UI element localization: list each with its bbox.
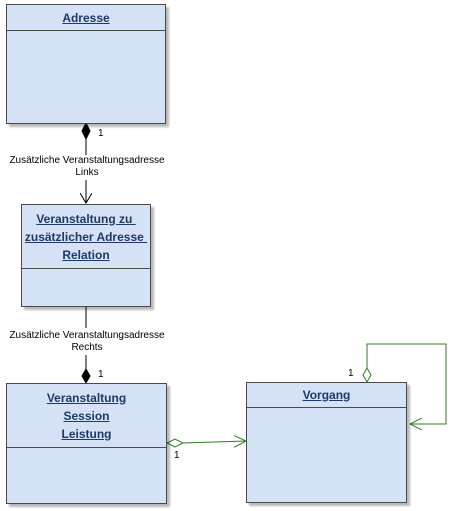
class-vorgang[interactable]: Vorgang — [246, 382, 407, 503]
aggregation-diamond — [165, 438, 185, 448]
composition-diamond — [81, 121, 91, 141]
class-leistung-name-line2[interactable]: Session — [63, 408, 110, 423]
role-label-rechts-line2: Rechts — [71, 342, 103, 353]
association-leistung-vorgang[interactable] — [165, 438, 246, 448]
multiplicity-adresse-links: 1 — [98, 128, 104, 139]
role-label-rechts-line1: Zusätzliche Veranstaltungsadresse — [9, 330, 165, 341]
class-adresse-header: Adresse — [7, 5, 165, 31]
class-adresse[interactable]: Adresse — [6, 4, 166, 124]
association-vorgang-self-line — [366, 343, 447, 424]
role-label-links-line1: Zusätzliche Veranstaltungsadresse — [9, 155, 165, 166]
association-leistung-vorgang-line — [182, 441, 246, 443]
class-leistung-name-line3[interactable]: Leistung — [61, 426, 112, 441]
class-relation[interactable]: Veranstaltung zu zusätzlicher Adresse Re… — [21, 204, 151, 307]
association-links[interactable] — [81, 121, 91, 203]
class-relation-name-line3[interactable]: Relation — [62, 247, 110, 262]
class-leistung[interactable]: Veranstaltung Session Leistung — [6, 383, 167, 504]
class-relation-name-line1[interactable]: Veranstaltung zu — [36, 211, 136, 226]
class-leistung-header: Veranstaltung Session Leistung — [7, 384, 166, 448]
aggregation-diamond — [362, 366, 372, 384]
class-adresse-name[interactable]: Adresse — [62, 10, 110, 25]
multiplicity-leistung-rechts: 1 — [98, 369, 104, 380]
multiplicity-vorgang-self: 1 — [348, 368, 354, 379]
multiplicity-leistung-vorgang: 1 — [174, 450, 180, 461]
class-relation-header: Veranstaltung zu zusätzlicher Adresse Re… — [22, 205, 150, 269]
class-relation-name-line2[interactable]: zusätzlicher Adresse — [24, 229, 148, 244]
class-leistung-name-line1[interactable]: Veranstaltung — [46, 390, 127, 405]
class-vorgang-name[interactable]: Vorgang — [302, 388, 351, 402]
role-label-links-line2: Links — [75, 167, 99, 178]
composition-diamond — [81, 367, 91, 385]
association-vorgang-self[interactable] — [362, 343, 447, 424]
class-vorgang-header: Vorgang — [247, 383, 406, 408]
